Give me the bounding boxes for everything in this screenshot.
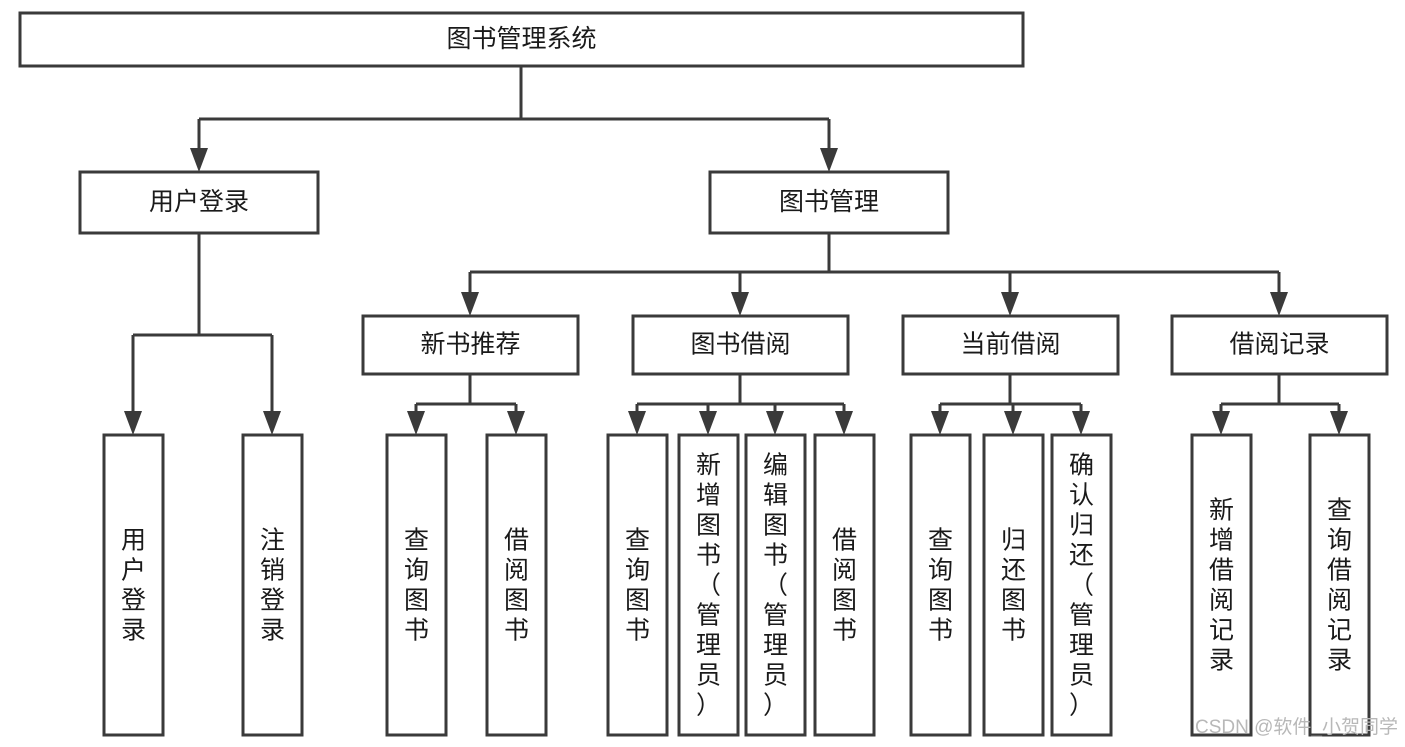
node-leaf-user-login-label: 用户登录 bbox=[121, 526, 146, 644]
new-book-recommend-to-leaves-arrow-1 bbox=[507, 411, 525, 435]
book-borrow-to-leaves-arrow-1 bbox=[699, 411, 717, 435]
node-leaf-confirm-return-rect[interactable] bbox=[1050, 433, 1113, 737]
node-current-borrow-rect[interactable] bbox=[901, 314, 1120, 376]
node-leaf-query-book-1-rect[interactable] bbox=[385, 433, 448, 737]
node-borrow-record-label: 借阅记录 bbox=[1229, 331, 1329, 359]
connector-layer bbox=[124, 66, 1348, 435]
root-to-level2-arrow-1 bbox=[820, 148, 838, 172]
book-manage-to-level3-arrow-2 bbox=[1001, 292, 1019, 316]
node-leaf-borrow-book-2[interactable]: 借阅图书 bbox=[813, 433, 876, 737]
node-leaf-user-login[interactable]: 用户登录 bbox=[102, 433, 165, 737]
book-manage-to-level3-arrow-1 bbox=[731, 292, 749, 316]
node-book-manage[interactable]: 图书管理 bbox=[708, 170, 950, 235]
node-new-book-recommend-rect[interactable] bbox=[361, 314, 580, 376]
root-to-level2-arrow-0 bbox=[190, 148, 208, 172]
node-leaf-edit-book-rect[interactable] bbox=[744, 433, 807, 737]
node-current-borrow[interactable]: 当前借阅 bbox=[901, 314, 1120, 376]
csdn-watermark: CSDN @软件_小贺同学 bbox=[1195, 716, 1398, 738]
node-leaf-add-book-rect[interactable] bbox=[677, 433, 740, 737]
node-leaf-confirm-return[interactable]: 确认归还（管理员） bbox=[1050, 433, 1113, 737]
new-book-recommend-to-leaves-arrow-0 bbox=[407, 411, 425, 435]
node-leaf-return-book-rect[interactable] bbox=[982, 433, 1045, 737]
current-borrow-to-leaves-arrow-1 bbox=[1004, 411, 1022, 435]
node-layer: 图书管理系统用户登录图书管理新书推荐图书借阅当前借阅借阅记录用户登录注销登录查询… bbox=[18, 11, 1389, 737]
current-borrow-to-leaves-arrow-0 bbox=[931, 411, 949, 435]
node-book-manage-rect[interactable] bbox=[708, 170, 950, 235]
node-leaf-add-record[interactable]: 新增借阅记录 bbox=[1190, 433, 1253, 737]
current-borrow-to-leaves-arrow-2 bbox=[1072, 411, 1090, 435]
book-borrow-to-leaves-arrow-0 bbox=[628, 411, 646, 435]
node-current-borrow-label: 当前借阅 bbox=[960, 331, 1060, 359]
node-leaf-query-record-label: 查询借阅记录 bbox=[1327, 496, 1352, 674]
node-borrow-record-rect[interactable] bbox=[1170, 314, 1389, 376]
node-book-borrow-rect[interactable] bbox=[631, 314, 850, 376]
book-manage-to-level3-arrow-0 bbox=[461, 292, 479, 316]
node-leaf-query-book-2-rect[interactable] bbox=[606, 433, 669, 737]
node-leaf-logout-label: 注销登录 bbox=[260, 526, 285, 644]
node-leaf-query-record[interactable]: 查询借阅记录 bbox=[1308, 433, 1371, 737]
node-user-login-label: 用户登录 bbox=[149, 188, 249, 216]
node-leaf-edit-book-label: 编辑图书（管理员） bbox=[763, 451, 788, 719]
node-leaf-return-book[interactable]: 归还图书 bbox=[982, 433, 1045, 737]
node-leaf-query-book-1[interactable]: 查询图书 bbox=[385, 433, 448, 737]
book-borrow-to-leaves-arrow-2 bbox=[766, 411, 784, 435]
node-new-book-recommend[interactable]: 新书推荐 bbox=[361, 314, 580, 376]
node-leaf-add-record-rect[interactable] bbox=[1190, 433, 1253, 737]
node-user-login-rect[interactable] bbox=[78, 170, 320, 235]
node-leaf-edit-book[interactable]: 编辑图书（管理员） bbox=[744, 433, 807, 737]
node-leaf-logout-rect[interactable] bbox=[241, 433, 304, 737]
node-book-borrow[interactable]: 图书借阅 bbox=[631, 314, 850, 376]
user-login-to-leaves-arrow-1 bbox=[263, 411, 281, 435]
node-leaf-query-book-2[interactable]: 查询图书 bbox=[606, 433, 669, 737]
node-leaf-borrow-book-1-label: 借阅图书 bbox=[504, 526, 529, 644]
node-leaf-query-book-3-rect[interactable] bbox=[909, 433, 972, 737]
node-leaf-borrow-book-1-rect[interactable] bbox=[485, 433, 548, 737]
node-leaf-borrow-book-2-label: 借阅图书 bbox=[832, 526, 857, 644]
node-leaf-add-record-label: 新增借阅记录 bbox=[1209, 496, 1234, 674]
node-leaf-query-book-1-label: 查询图书 bbox=[404, 526, 429, 644]
node-leaf-add-book-label: 新增图书（管理员） bbox=[696, 451, 721, 719]
node-leaf-query-book-3[interactable]: 查询图书 bbox=[909, 433, 972, 737]
node-root-rect[interactable] bbox=[18, 11, 1025, 68]
node-borrow-record[interactable]: 借阅记录 bbox=[1170, 314, 1389, 376]
node-leaf-query-book-2-label: 查询图书 bbox=[625, 526, 650, 644]
node-new-book-recommend-label: 新书推荐 bbox=[420, 331, 520, 359]
book-manage-to-level3-arrow-3 bbox=[1270, 292, 1288, 316]
borrow-record-to-leaves-arrow-0 bbox=[1212, 411, 1230, 435]
node-leaf-add-book[interactable]: 新增图书（管理员） bbox=[677, 433, 740, 737]
node-leaf-logout[interactable]: 注销登录 bbox=[241, 433, 304, 737]
node-leaf-confirm-return-label: 确认归还（管理员） bbox=[1069, 451, 1094, 719]
node-leaf-query-record-rect[interactable] bbox=[1308, 433, 1371, 737]
node-leaf-borrow-book-1[interactable]: 借阅图书 bbox=[485, 433, 548, 737]
node-leaf-query-book-3-label: 查询图书 bbox=[928, 526, 953, 644]
node-root-label: 图书管理系统 bbox=[446, 25, 596, 53]
borrow-record-to-leaves-arrow-1 bbox=[1330, 411, 1348, 435]
node-leaf-borrow-book-2-rect[interactable] bbox=[813, 433, 876, 737]
node-book-manage-label: 图书管理 bbox=[779, 188, 879, 216]
user-login-to-leaves-arrow-0 bbox=[124, 411, 142, 435]
node-book-borrow-label: 图书借阅 bbox=[690, 331, 790, 359]
node-leaf-user-login-rect[interactable] bbox=[102, 433, 165, 737]
book-borrow-to-leaves-arrow-3 bbox=[835, 411, 853, 435]
node-root[interactable]: 图书管理系统 bbox=[18, 11, 1025, 68]
node-user-login[interactable]: 用户登录 bbox=[78, 170, 320, 235]
node-leaf-return-book-label: 归还图书 bbox=[1001, 526, 1026, 644]
